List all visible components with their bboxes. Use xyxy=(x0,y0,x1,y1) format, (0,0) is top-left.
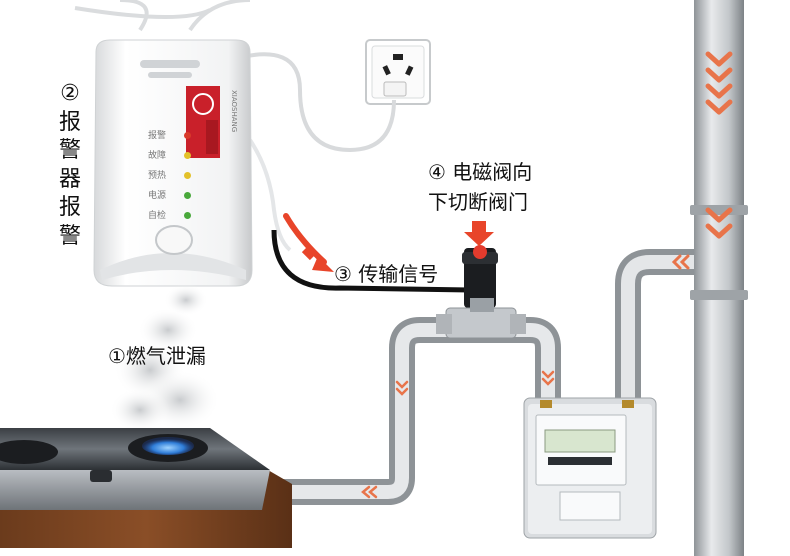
status-dot-power xyxy=(184,192,191,199)
label-alarm-char: 报 xyxy=(58,195,81,221)
flow-arrows-branch xyxy=(671,254,690,270)
label-gas-leak: ①燃气泄漏 xyxy=(108,344,206,368)
wall-socket xyxy=(365,39,431,105)
label-detector-alarm: ② 报 警 器 报 警 xyxy=(56,80,84,252)
label-alarm-char: 警 xyxy=(58,138,81,164)
label-alarm-char: 报 xyxy=(58,109,81,135)
label-alarm-char: 器 xyxy=(58,166,81,192)
detector-status-panel: 报警 故障 预热 电源 自检 xyxy=(148,128,194,224)
gas-leak-smoke xyxy=(110,284,220,432)
flow-arrows-valve-pipe xyxy=(361,370,555,499)
label-alarm-char: 警 xyxy=(58,223,81,249)
status-label-selftest: 自检 xyxy=(148,211,167,221)
svg-text:XIAOSHANG: XIAOSHANG xyxy=(230,90,238,132)
status-dot-preheat xyxy=(184,172,191,179)
status-dot-alarm xyxy=(184,132,191,139)
gas-detector: XIAOSHANG xyxy=(93,39,253,287)
status-label-power: 电源 xyxy=(148,191,167,201)
status-label-preheat: 预热 xyxy=(148,171,167,181)
label-alarm-char: ② xyxy=(60,81,80,106)
gas-stove xyxy=(0,428,292,548)
label-valve-line2: 下切断阀门 xyxy=(428,190,528,214)
main-gas-pipe xyxy=(690,0,748,556)
flow-arrows-main xyxy=(705,51,733,239)
solenoid-valve xyxy=(436,245,526,339)
valve-down-arrow xyxy=(464,221,494,246)
signal-arrow xyxy=(283,213,334,272)
status-dot-selftest xyxy=(184,212,191,219)
power-cord xyxy=(229,52,396,153)
label-signal-transmit: ③ 传输信号 xyxy=(334,262,439,286)
valve-pipe xyxy=(260,317,561,505)
status-label-fault: 故障 xyxy=(148,151,167,161)
label-valve-line1: ④ 电磁阀向 xyxy=(428,160,533,184)
status-dot-fault xyxy=(184,152,191,159)
status-label-alarm: 报警 xyxy=(148,131,167,141)
branch-pipe xyxy=(615,249,694,412)
gas-meter xyxy=(523,397,657,539)
signal-cable xyxy=(271,229,471,293)
